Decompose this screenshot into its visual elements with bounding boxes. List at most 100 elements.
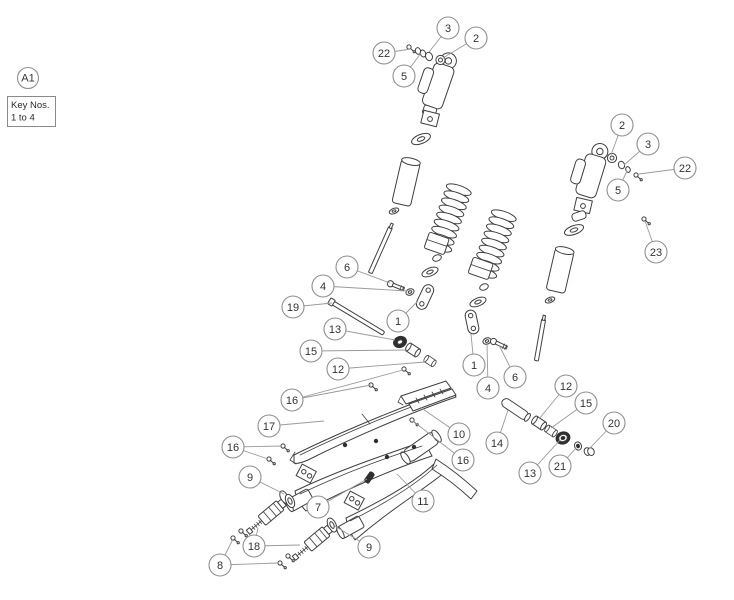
leader-line-4 bbox=[322, 285, 408, 292]
callout-balloon-15[interactable]: 15 bbox=[574, 391, 598, 415]
callout-balloon-17[interactable]: 17 bbox=[257, 414, 281, 438]
callout-balloon-6[interactable]: 6 bbox=[503, 365, 527, 389]
chain-adjuster-b bbox=[291, 524, 333, 561]
callout-balloon-16[interactable]: 16 bbox=[451, 448, 475, 472]
svg-text:16: 16 bbox=[457, 455, 469, 467]
parts-artwork bbox=[230, 44, 651, 570]
end-washers-left bbox=[279, 490, 296, 509]
spring-seat-washer-left bbox=[411, 132, 431, 146]
bolt-right bbox=[489, 337, 508, 350]
callout-balloon-21[interactable]: 21 bbox=[548, 454, 572, 478]
callout-balloon-9[interactable]: 9 bbox=[357, 535, 381, 559]
svg-text:9: 9 bbox=[366, 542, 372, 554]
callout-balloon-22[interactable]: 22 bbox=[372, 41, 396, 65]
callout-balloon-4[interactable]: 4 bbox=[476, 376, 500, 400]
leader-lines bbox=[219, 27, 686, 566]
shock-mount-bracket-near bbox=[295, 463, 317, 484]
svg-text:22: 22 bbox=[679, 163, 691, 175]
callout-balloon-3[interactable]: 3 bbox=[636, 132, 660, 156]
svg-text:4: 4 bbox=[485, 383, 491, 395]
chain-adjuster-a bbox=[245, 498, 287, 535]
callout-balloon-23[interactable]: 23 bbox=[644, 240, 668, 264]
svg-text:13: 13 bbox=[329, 324, 341, 336]
tie-rod bbox=[327, 297, 385, 336]
svg-text:17: 17 bbox=[263, 421, 275, 433]
callout-balloon-11[interactable]: 11 bbox=[411, 489, 435, 513]
callout-balloon-16[interactable]: 16 bbox=[280, 388, 304, 412]
sheet-ref-label: A1 bbox=[21, 73, 34, 85]
svg-text:12: 12 bbox=[332, 364, 344, 376]
callout-balloon-2[interactable]: 2 bbox=[464, 26, 488, 50]
sheet-ref-balloon[interactable] bbox=[16, 66, 40, 90]
svg-text:10: 10 bbox=[453, 429, 465, 441]
svg-text:22: 22 bbox=[378, 48, 390, 60]
callout-balloon-22[interactable]: 22 bbox=[673, 156, 697, 180]
svg-text:6: 6 bbox=[344, 262, 350, 274]
spring-spacer-right bbox=[479, 283, 489, 291]
washer-small-left bbox=[388, 207, 400, 215]
callout-balloon-10[interactable]: 10 bbox=[447, 422, 471, 446]
callout-balloon-14[interactable]: 14 bbox=[485, 431, 509, 455]
leader-line-12 bbox=[337, 361, 426, 370]
shock-mount-bracket-far bbox=[343, 490, 365, 511]
shock-top-fasteners-left bbox=[406, 44, 446, 66]
svg-text:15: 15 bbox=[305, 346, 317, 358]
svg-text:9: 9 bbox=[247, 472, 253, 484]
leader-line-16 bbox=[291, 369, 404, 401]
svg-text:5: 5 bbox=[401, 71, 407, 83]
callout-balloon-4[interactable]: 4 bbox=[311, 274, 335, 298]
callout-balloon-5[interactable]: 5 bbox=[392, 64, 416, 88]
svg-text:4: 4 bbox=[320, 281, 326, 293]
svg-text:3: 3 bbox=[645, 139, 651, 151]
shroud-tube-left bbox=[391, 157, 421, 207]
bolt-left bbox=[386, 280, 405, 292]
spring-spacer-left bbox=[432, 254, 442, 262]
svg-text:15: 15 bbox=[580, 398, 592, 410]
svg-text:23: 23 bbox=[650, 247, 662, 259]
svg-text:5: 5 bbox=[615, 185, 621, 197]
callout-balloon-13[interactable]: 13 bbox=[518, 461, 542, 485]
callout-balloon-12[interactable]: 12 bbox=[554, 374, 578, 398]
callout-balloon-15[interactable]: 15 bbox=[299, 339, 323, 363]
callout-balloon-8[interactable]: 8 bbox=[208, 553, 232, 577]
leader-line-16 bbox=[291, 384, 372, 401]
key-note-box bbox=[7, 96, 56, 127]
callout-balloon-3[interactable]: 3 bbox=[436, 16, 460, 40]
callout-balloon-9[interactable]: 9 bbox=[238, 465, 262, 489]
svg-text:16: 16 bbox=[227, 442, 239, 454]
callout-balloon-20[interactable]: 20 bbox=[602, 411, 626, 435]
callout-balloon-1[interactable]: 1 bbox=[462, 353, 486, 377]
svg-text:16: 16 bbox=[286, 395, 298, 407]
key-note-line2: 1 to 4 bbox=[11, 113, 35, 124]
spring-adjuster-left bbox=[424, 231, 450, 255]
svg-text:12: 12 bbox=[560, 381, 572, 393]
callout-balloon-7[interactable]: 7 bbox=[306, 495, 330, 519]
leader-line-15 bbox=[310, 349, 408, 352]
callout-balloon-16[interactable]: 16 bbox=[221, 435, 245, 459]
callout-balloon-2[interactable]: 2 bbox=[610, 113, 634, 137]
svg-text:2: 2 bbox=[473, 33, 479, 45]
svg-text:2: 2 bbox=[619, 120, 625, 132]
svg-text:3: 3 bbox=[445, 23, 451, 35]
washer-small-right bbox=[544, 296, 556, 304]
shroud-tube-right bbox=[546, 246, 575, 294]
callout-balloon-18[interactable]: 18 bbox=[242, 534, 266, 558]
callout-balloon-5[interactable]: 5 bbox=[606, 178, 630, 202]
svg-text:21: 21 bbox=[554, 461, 566, 473]
callout-balloon-6[interactable]: 6 bbox=[335, 255, 359, 279]
svg-text:1: 1 bbox=[471, 360, 477, 372]
damper-rod-left bbox=[368, 222, 394, 274]
callout-balloon-19[interactable]: 19 bbox=[281, 295, 305, 319]
svg-text:20: 20 bbox=[608, 418, 620, 430]
callout-balloon-13[interactable]: 13 bbox=[323, 317, 347, 341]
spindle-pin bbox=[501, 398, 531, 422]
rocker-link-left bbox=[415, 284, 435, 310]
callout-balloon-12[interactable]: 12 bbox=[326, 357, 350, 381]
svg-text:11: 11 bbox=[417, 496, 428, 508]
svg-text:1: 1 bbox=[395, 316, 401, 328]
guard-bracket bbox=[397, 380, 457, 412]
callout-balloon-1[interactable]: 1 bbox=[386, 309, 410, 333]
svg-text:7: 7 bbox=[315, 502, 321, 514]
